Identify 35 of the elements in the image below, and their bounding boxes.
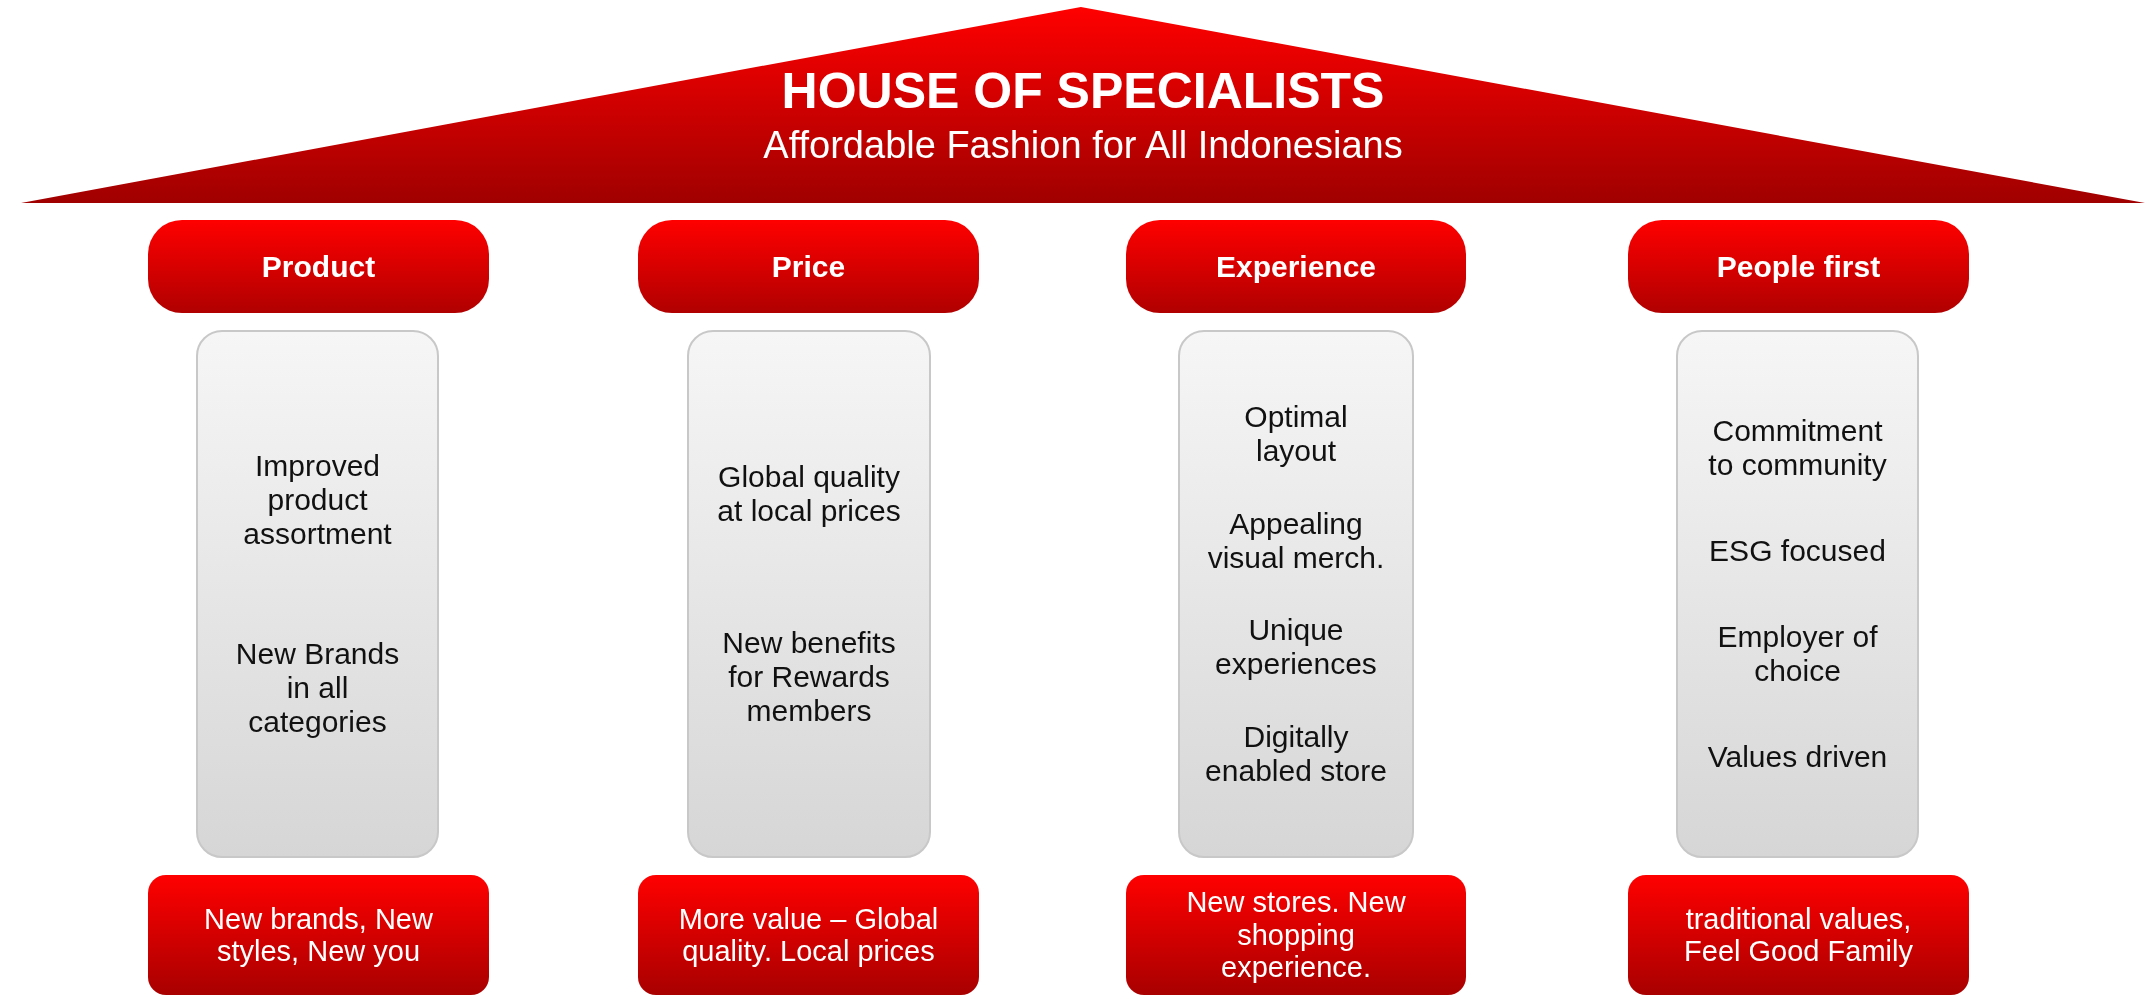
pillar-heading: Product [261, 249, 376, 284]
body-text: Digitally enabled store [1204, 719, 1388, 788]
content-panel [687, 330, 931, 858]
pillar-heading-pill [1126, 220, 1466, 313]
body-text: Commitment to community [1707, 414, 1888, 482]
pillar-heading-pill [148, 220, 489, 313]
footer-banner [638, 875, 979, 995]
roof-title: HOUSE OF SPECIALISTS [781, 62, 1385, 120]
body-text: New benefits for Rewards members [721, 626, 897, 728]
roof-shape [21, 7, 2145, 203]
footer-text: traditional values, Feel Good Family [1683, 902, 1914, 968]
body-text: Global quality at local prices [716, 460, 902, 528]
body-text: Improved product assortment [242, 448, 393, 551]
content-panel [1676, 330, 1919, 858]
content-panel [196, 330, 439, 858]
roof-subtitle: Affordable Fashion for All Indonesians [763, 124, 1403, 167]
body-text: ESG focused [1709, 534, 1886, 568]
pillar-heading-pill [638, 220, 979, 313]
footer-text: More value – Global quality. Local prices [678, 902, 939, 968]
footer-banner [1628, 875, 1969, 995]
body-text: Appealing visual merch. [1206, 506, 1386, 575]
footer-text: New stores. New shopping experience. [1185, 886, 1407, 984]
footer-text: New brands, New styles, New you [203, 902, 434, 968]
footer-banner [1126, 875, 1466, 995]
footer-banner [148, 875, 489, 995]
body-text: Values driven [1707, 740, 1888, 774]
body-text: Unique experiences [1214, 613, 1378, 682]
body-text: New Brands in all categories [234, 637, 401, 740]
pillar-heading-pill [1628, 220, 1969, 313]
pillar-heading: People first [1716, 249, 1881, 284]
pillar-heading: Experience [1215, 249, 1377, 284]
content-panel [1178, 330, 1414, 858]
pillar-heading: Price [771, 249, 846, 284]
body-text: Optimal layout [1243, 400, 1349, 469]
body-text: Employer of choice [1716, 620, 1879, 688]
